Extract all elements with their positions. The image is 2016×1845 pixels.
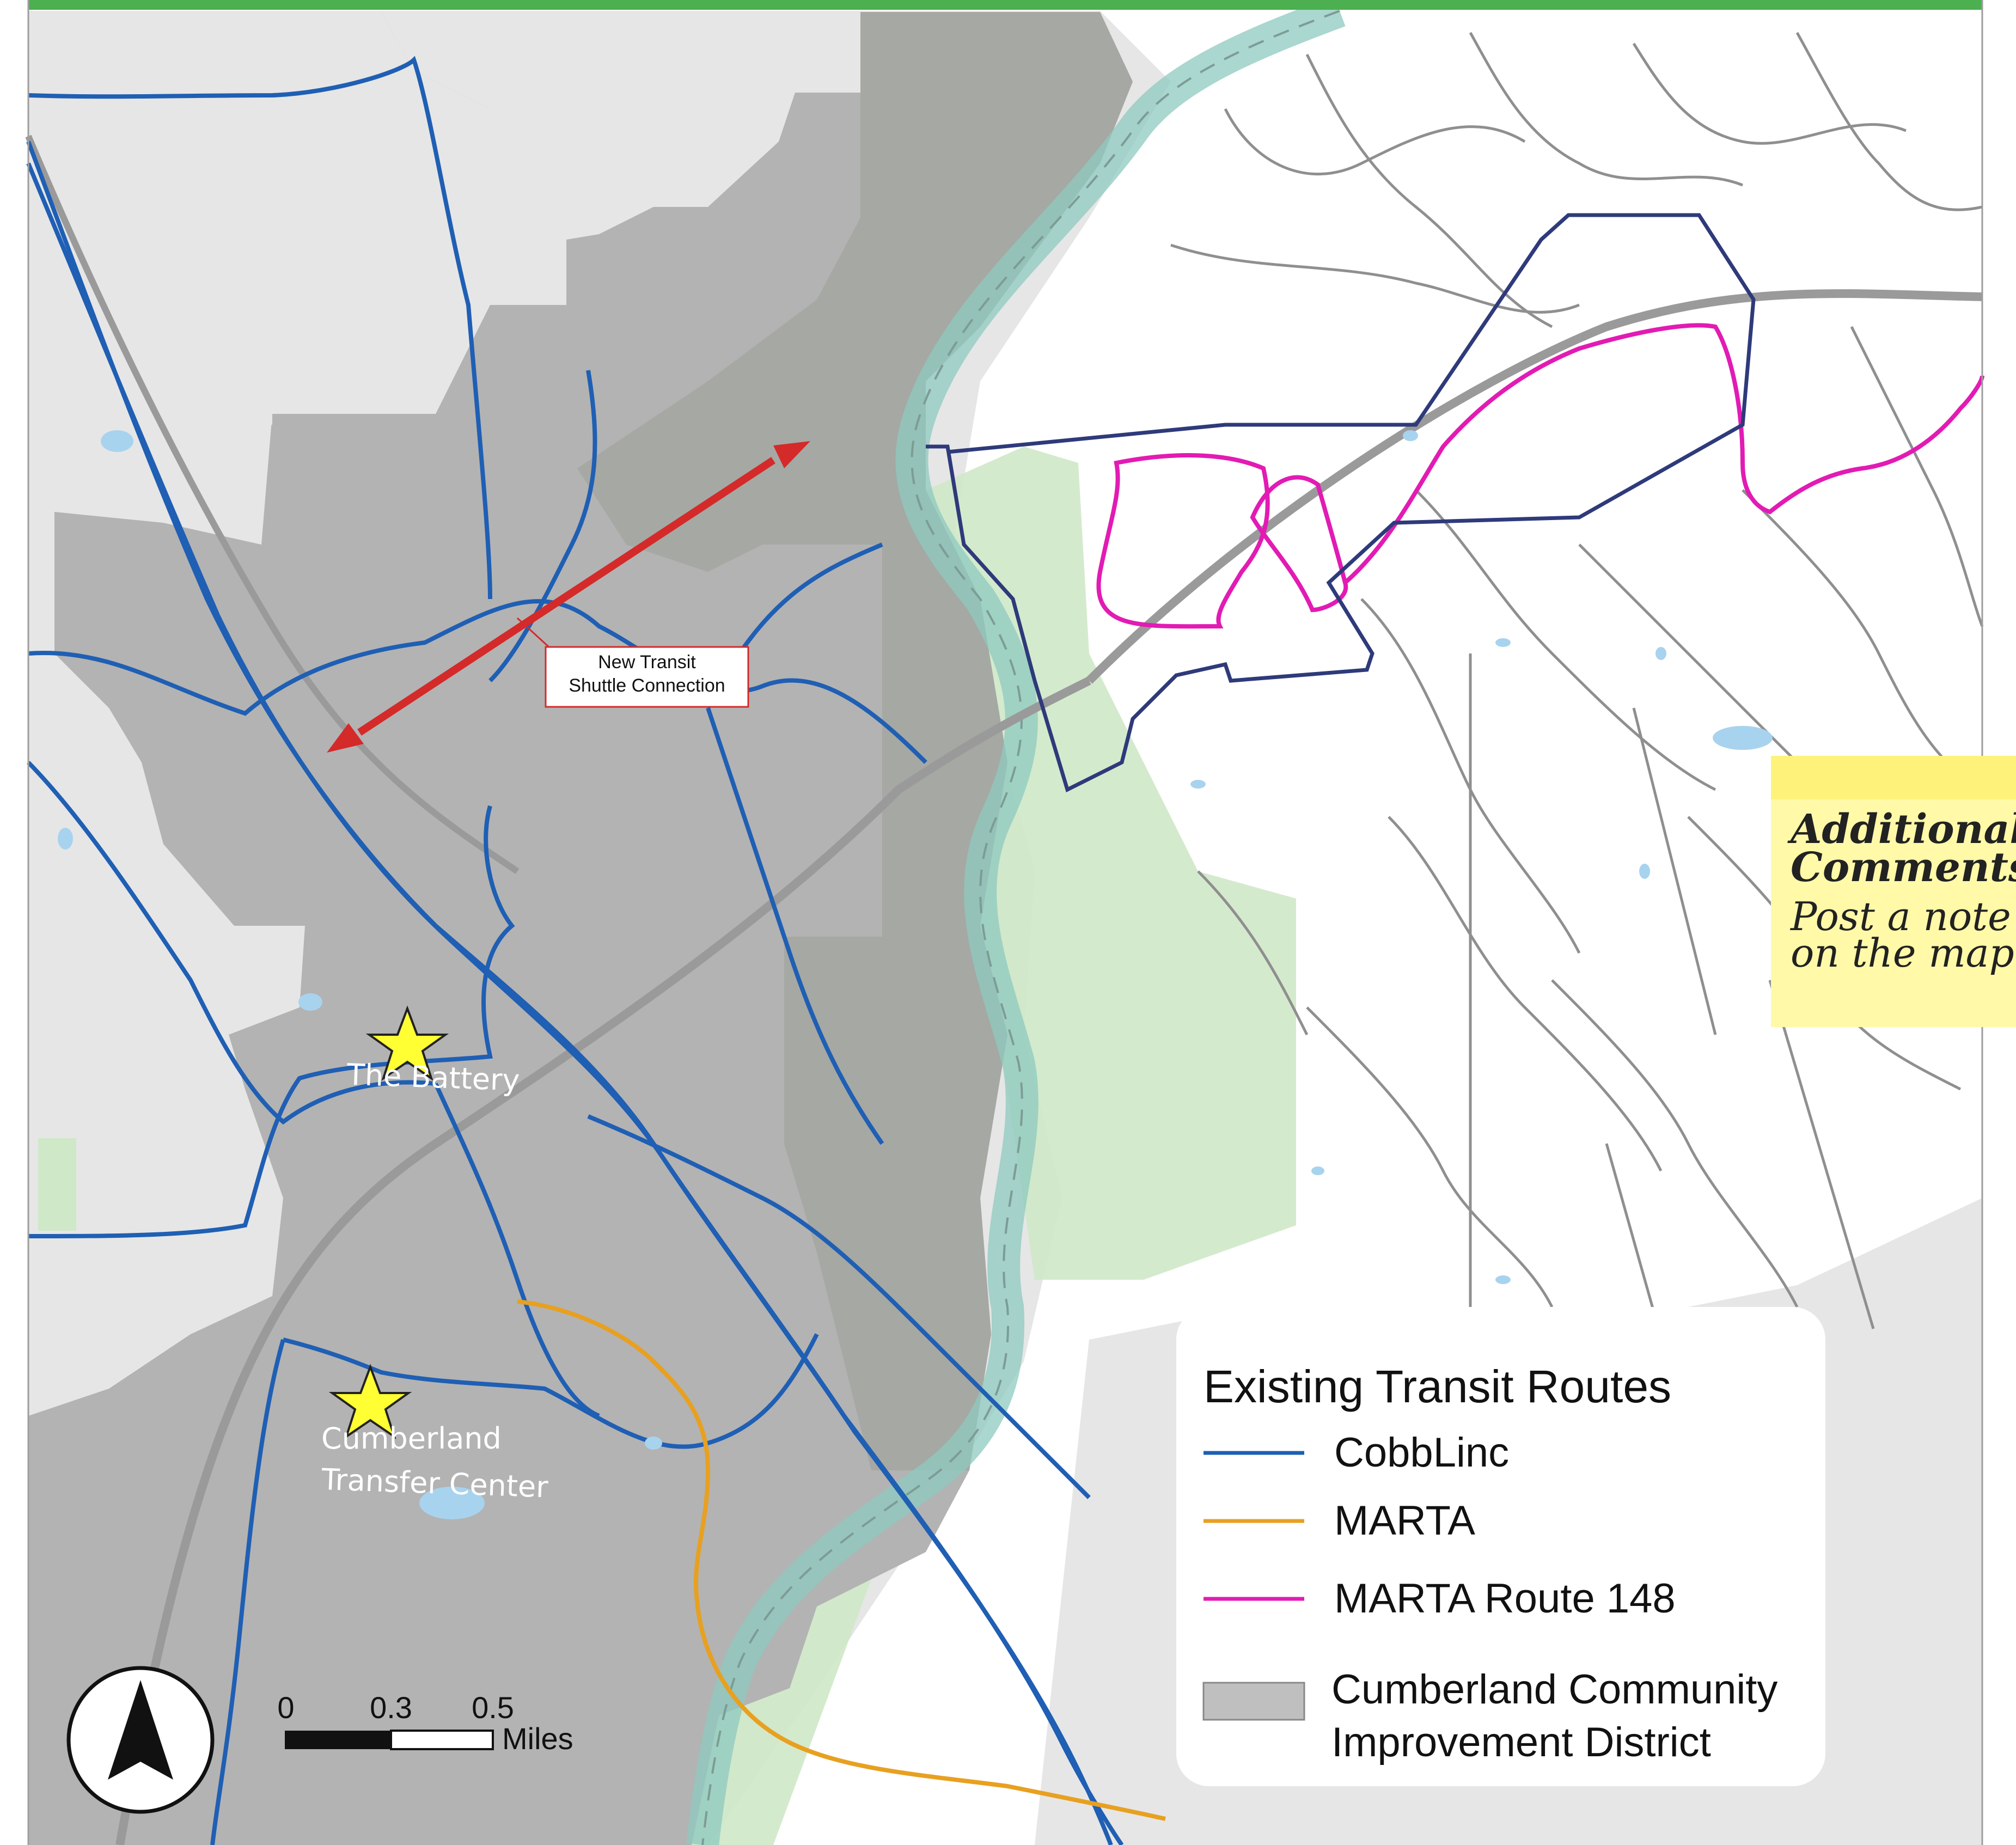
scale-bar: 0 0.3 0.5 Miles (277, 1690, 573, 1756)
highway-north-west (25, 135, 520, 874)
scale-tick-0: 0 (277, 1690, 294, 1725)
transfer-label-line1: Cumberland (321, 1421, 502, 1456)
legend-label-district-line2: Improvement District (1331, 1719, 1711, 1765)
shuttle-label-line1: New Transit (598, 652, 696, 673)
arrowhead-ne-icon (773, 441, 810, 468)
highways (25, 135, 1983, 1845)
star-icon-transfer-center (328, 1364, 412, 1439)
top-frame-bar (28, 0, 1982, 10)
north-arrow-icon (108, 1680, 173, 1780)
marta-route-line (517, 1299, 1166, 1821)
marta-148-route (1096, 323, 1984, 629)
park-area-3 (38, 1138, 76, 1231)
shuttle-callout-box (545, 646, 749, 708)
arrowhead-sw-icon (327, 723, 364, 753)
highway-i75 (115, 676, 1091, 1845)
legend-title: Existing Transit Routes (1204, 1361, 1671, 1412)
legend-label-district-line1: Cumberland Community (1331, 1666, 1777, 1713)
water-bodies (58, 430, 1903, 1519)
scale-tick-2: 0.5 (472, 1690, 514, 1725)
outside-white-notch (28, 12, 490, 545)
study-area-outline (926, 213, 1756, 792)
north-arrow (66, 1666, 215, 1814)
note-line1: Additional (1787, 806, 2016, 853)
cid-inner-dark (577, 12, 1133, 1470)
comments-note[interactable] (1771, 756, 2016, 1027)
transfer-label-line2: Transfer Center (321, 1462, 549, 1505)
scale-unit: Miles (502, 1721, 573, 1756)
note-line4: on the map (1791, 930, 2014, 976)
highway-i285 (1086, 289, 1983, 684)
legend-label-cobblinc: CobbLinc (1334, 1429, 1509, 1476)
cobblinc-routes (26, 56, 1124, 1845)
comments-note-tab (1771, 756, 2016, 799)
legend: Existing Transit Routes CobbLinc MARTA M… (1176, 1307, 1825, 1786)
battery-label: The Battery (346, 1057, 520, 1097)
shuttle-arrow (327, 441, 810, 753)
river-centerline (701, 10, 1340, 1845)
left-margin (0, 0, 28, 1845)
note-line3: Post a note (1789, 894, 2011, 939)
note-line2: Comments? (1791, 844, 2016, 891)
scale-tick-1: 0.3 (370, 1690, 412, 1725)
star-icon-battery (365, 1005, 449, 1081)
legend-box (1176, 1307, 1825, 1786)
legend-label-marta-148: MARTA Route 148 (1334, 1575, 1676, 1622)
legend-label-marta: MARTA (1334, 1498, 1475, 1544)
legend-swatch-district (1202, 1682, 1305, 1721)
shuttle-label-line2: Shuttle Connection (569, 675, 725, 696)
